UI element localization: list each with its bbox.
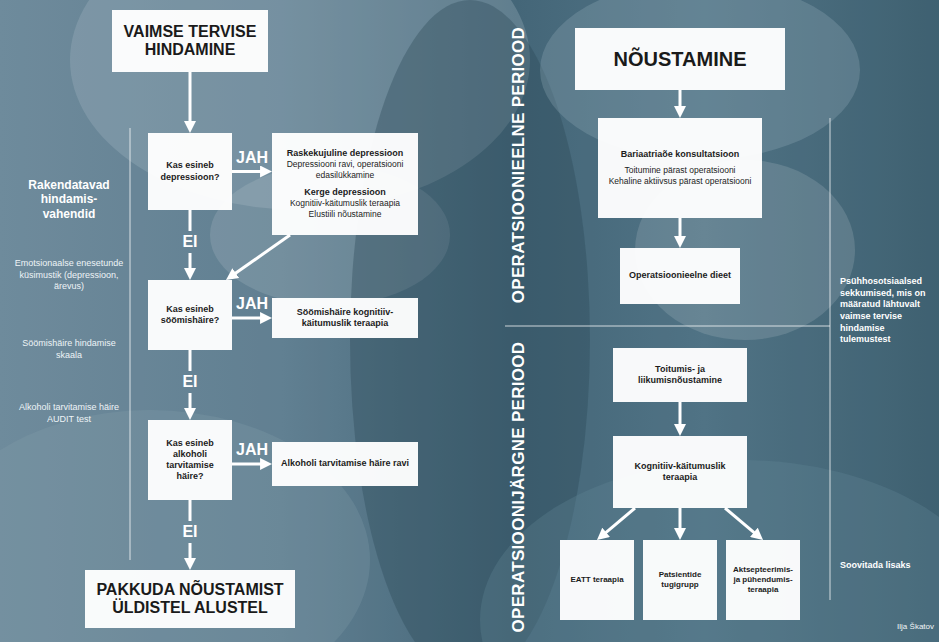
arrow-connector [189,72,192,128]
box-title: EATT teraapia [570,575,623,585]
box-title: Kas esineb depressioon? [154,160,226,183]
edge-label: EI [182,374,197,390]
arrow-connector [679,402,682,431]
sidebar-note: Alkoholi tarvitamise häire AUDIT test [14,402,124,425]
period-label: OPERATSIOONIEELNE PERIOOD [510,27,527,303]
sidebar-note: Söömishäire hindamise skaala [14,338,124,361]
box-text: Depressiooni ravi, operatsiooni edasilük… [278,159,412,181]
side-note: Soovitada lisaks [840,560,932,572]
arrow-connector [232,170,267,173]
decision-box: Kas esineb depressioon? [148,133,232,210]
box-title: Toitumis- ja liikumisnõustamine [619,364,741,387]
box-title: Söömishäire kognitiiv- käitumuslik teraa… [278,307,412,330]
box-title: Alkoholi tarvitamise häire ravi [281,458,409,469]
outcome-box: Söömishäire kognitiiv- käitumuslik teraa… [272,298,418,338]
outcome-box: Raskekujuline depressioonDepressiooni ra… [272,133,418,235]
box-text: Kognitiiv-käitumuslik teraapia [290,198,400,209]
sidebar-heading: Rakendatavad hindamis- vahendid [14,178,124,221]
box-text: Toitumine pärast operatsiooni [624,165,735,176]
arrow-connector [725,508,759,537]
therapy-box: Patsientide tugigrupp [643,540,717,620]
arrow-connector [601,508,635,537]
box-title: Kas esineb söömishäire? [154,304,226,327]
sidebar-note: Emotsionaalse enesetunde küsimustik (dep… [14,258,124,293]
box-title: Kas esineb alkoholi tarvitamise häire? [154,438,226,483]
therapy-box: EATT teraapia [560,540,634,620]
box-title: Patsientide tugigrupp [649,570,711,590]
box-title: NÕUSTAMINE [614,48,747,70]
box-title: Aktsepteerimis- ja pühendumis- teraapia [732,565,794,595]
heading-box: PAKKUDA NÕUSTAMIST ÜLDISTEL ALUSTEL [85,570,295,628]
edge-label: JAH [236,296,268,312]
process-box: Kognitiiv-käitumuslik teraapia [613,436,747,508]
decision-box: Kas esineb alkoholi tarvitamise häire? [148,420,232,500]
period-divider [505,326,830,327]
arrow-connector [232,463,267,466]
arrow-connector [679,90,682,113]
box-title: Bariaatriaõe konsultatsioon [621,149,740,160]
heading-box: NÕUSTAMINE [575,28,785,90]
box-text: Elustiili nõustamine [309,209,382,220]
therapy-box: Aktsepteerimis- ja pühendumis- teraapia [726,540,800,620]
edge-label: EI [182,524,197,540]
heading-box: VAIMSE TERVISE HINDAMINE [112,10,268,72]
process-box: Toitumis- ja liikumisnõustamine [613,348,747,402]
author-credit: Ilja Škatov [860,622,934,632]
edge-label: JAH [236,150,268,166]
edge-label: JAH [236,442,268,458]
box-title: PAKKUDA NÕUSTAMIST ÜLDISTEL ALUSTEL [91,581,289,617]
edge-label: EI [182,234,197,250]
box-title: Kognitiiv-käitumuslik teraapia [619,461,741,484]
sidebar-divider [130,128,131,560]
arrow-connector [230,235,290,277]
process-box: Bariaatriaõe konsultatsioonToitumine pär… [598,118,762,218]
arrow-connector [232,317,267,320]
arrow-connector [679,508,682,535]
arrow-connector [679,218,682,243]
box-title: Operatsioonieelne dieet [629,270,731,281]
decision-box: Kas esineb söömishäire? [148,280,232,350]
box-title: Raskekujuline depressioon [287,148,404,159]
process-box: Operatsioonieelne dieet [620,248,740,304]
side-note: Psühhosotsiaalsed sekkumised, mis on mää… [840,276,935,346]
period-label: OPERATSIOONIJÄRGNE PERIOOD [510,342,527,633]
box-text: Kerge depressioon [304,187,386,198]
outcome-box: Alkoholi tarvitamise häire ravi [272,442,418,486]
sidebar-divider [830,118,831,600]
box-title: VAIMSE TERVISE HINDAMINE [118,23,262,59]
box-text: Kehaline aktiivsus pärast operatsiooni [609,176,752,187]
